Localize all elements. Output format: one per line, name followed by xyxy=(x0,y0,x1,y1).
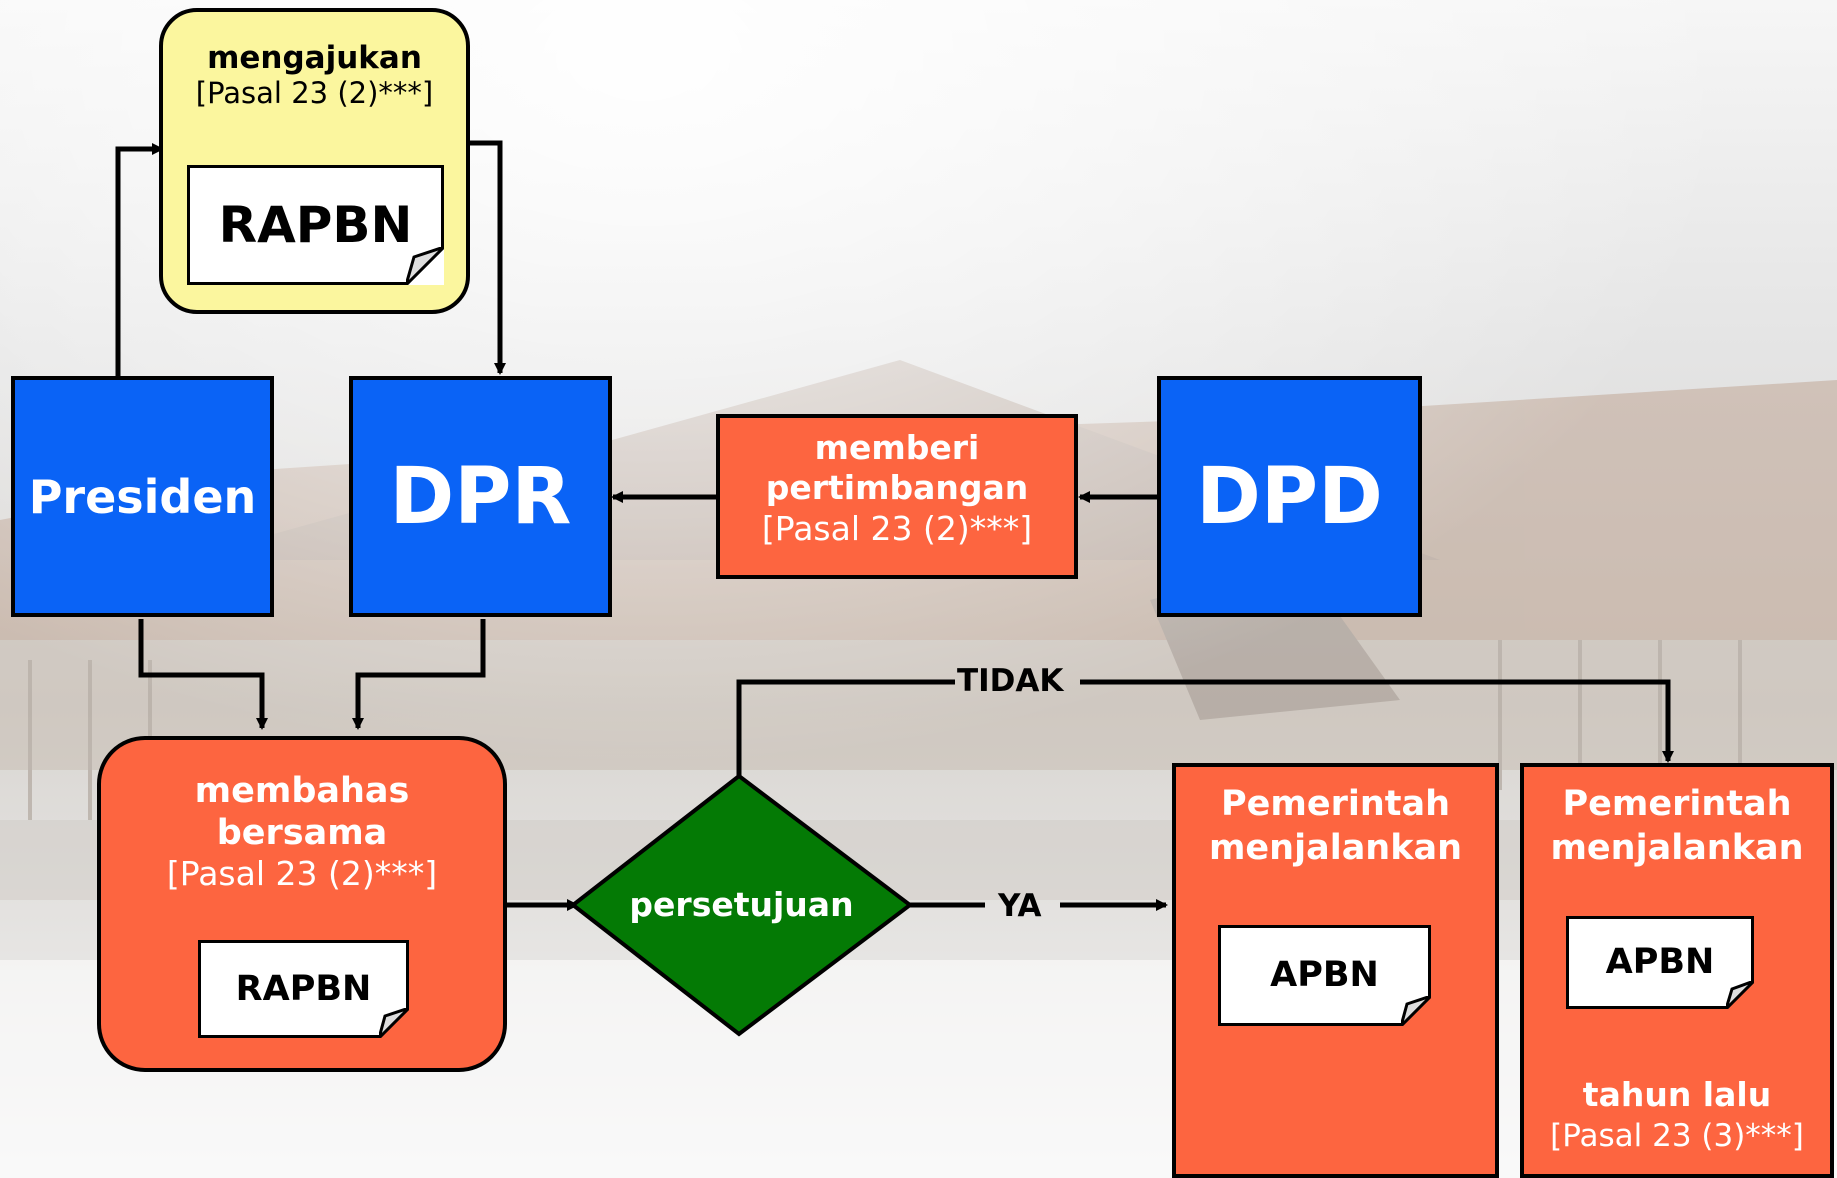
edge-label-tidak: TIDAK xyxy=(957,663,1064,699)
rapbn-document-icon: RAPBN xyxy=(187,165,444,285)
mengajukan-node: mengajukan [Pasal 23 (2)***] RAPBN xyxy=(159,8,470,314)
rapbn-document-label: RAPBN xyxy=(235,969,372,1009)
presiden-label: Presiden xyxy=(28,469,257,524)
edge-dpr-to-membahas xyxy=(352,619,486,730)
memberi-pertimbangan-node: memberi pertimbangan [Pasal 23 (2)***] xyxy=(716,414,1078,579)
pemerintah-tidak-title-2: menjalankan xyxy=(1550,827,1804,868)
apbn-document-icon: APBN xyxy=(1566,916,1754,1009)
mengajukan-title: mengajukan xyxy=(207,40,422,76)
persetujuan-label: persetujuan xyxy=(629,885,854,924)
memberi-title-2: pertimbangan xyxy=(765,468,1029,508)
presiden-node: Presiden xyxy=(11,376,274,617)
page-fold-icon xyxy=(406,247,444,285)
membahas-title-2: bersama xyxy=(216,813,388,853)
membahas-title-1: membahas xyxy=(194,771,410,811)
dpr-node: DPR xyxy=(349,376,612,617)
apbn-document-icon: APBN xyxy=(1218,925,1431,1026)
dpd-node: DPD xyxy=(1157,376,1422,617)
edge-presiden-to-mengajukan xyxy=(115,143,164,377)
rapbn-document-label: RAPBN xyxy=(218,196,413,254)
memberi-ref: [Pasal 23 (2)***] xyxy=(761,508,1033,548)
apbn-document-label: APBN xyxy=(1605,941,1715,982)
membahas-ref: [Pasal 23 (2)***] xyxy=(166,854,438,893)
pemerintah-tidak-note: tahun lalu xyxy=(1582,1075,1772,1114)
pemerintah-ya-title-1: Pemerintah xyxy=(1220,784,1451,824)
edge-presiden-to-membahas xyxy=(138,619,268,730)
dpd-label: DPD xyxy=(1196,451,1383,542)
page-fold-icon xyxy=(1401,996,1431,1026)
edge-persetujuan-tidak-left xyxy=(736,679,955,776)
rapbn-document-icon: RAPBN xyxy=(198,940,409,1038)
pemerintah-tidak-title-1: Pemerintah xyxy=(1562,784,1792,824)
edge-label-ya: YA xyxy=(998,888,1042,924)
edge-mengajukan-to-dpr xyxy=(470,140,506,375)
pemerintah-tidak-ref: [Pasal 23 (3)***] xyxy=(1550,1118,1804,1154)
memberi-title-1: memberi xyxy=(814,428,980,467)
page-fold-icon xyxy=(379,1008,409,1038)
pemerintah-tidak-node: Pemerintah menjalankan APBN tahun lalu [… xyxy=(1520,763,1834,1178)
apbn-document-label: APBN xyxy=(1270,954,1379,995)
pemerintah-ya-node: Pemerintah menjalankan APBN xyxy=(1172,763,1499,1178)
mengajukan-ref: [Pasal 23 (2)***] xyxy=(195,76,434,110)
edge-persetujuan-tidak-right xyxy=(1080,679,1674,763)
persetujuan-diamond xyxy=(569,773,914,1037)
pemerintah-ya-title-2: menjalankan xyxy=(1208,827,1463,868)
membahas-bersama-node: membahas bersama [Pasal 23 (2)***] RAPBN xyxy=(97,736,507,1072)
page-fold-icon xyxy=(1726,981,1754,1009)
dpr-label: DPR xyxy=(389,451,572,542)
